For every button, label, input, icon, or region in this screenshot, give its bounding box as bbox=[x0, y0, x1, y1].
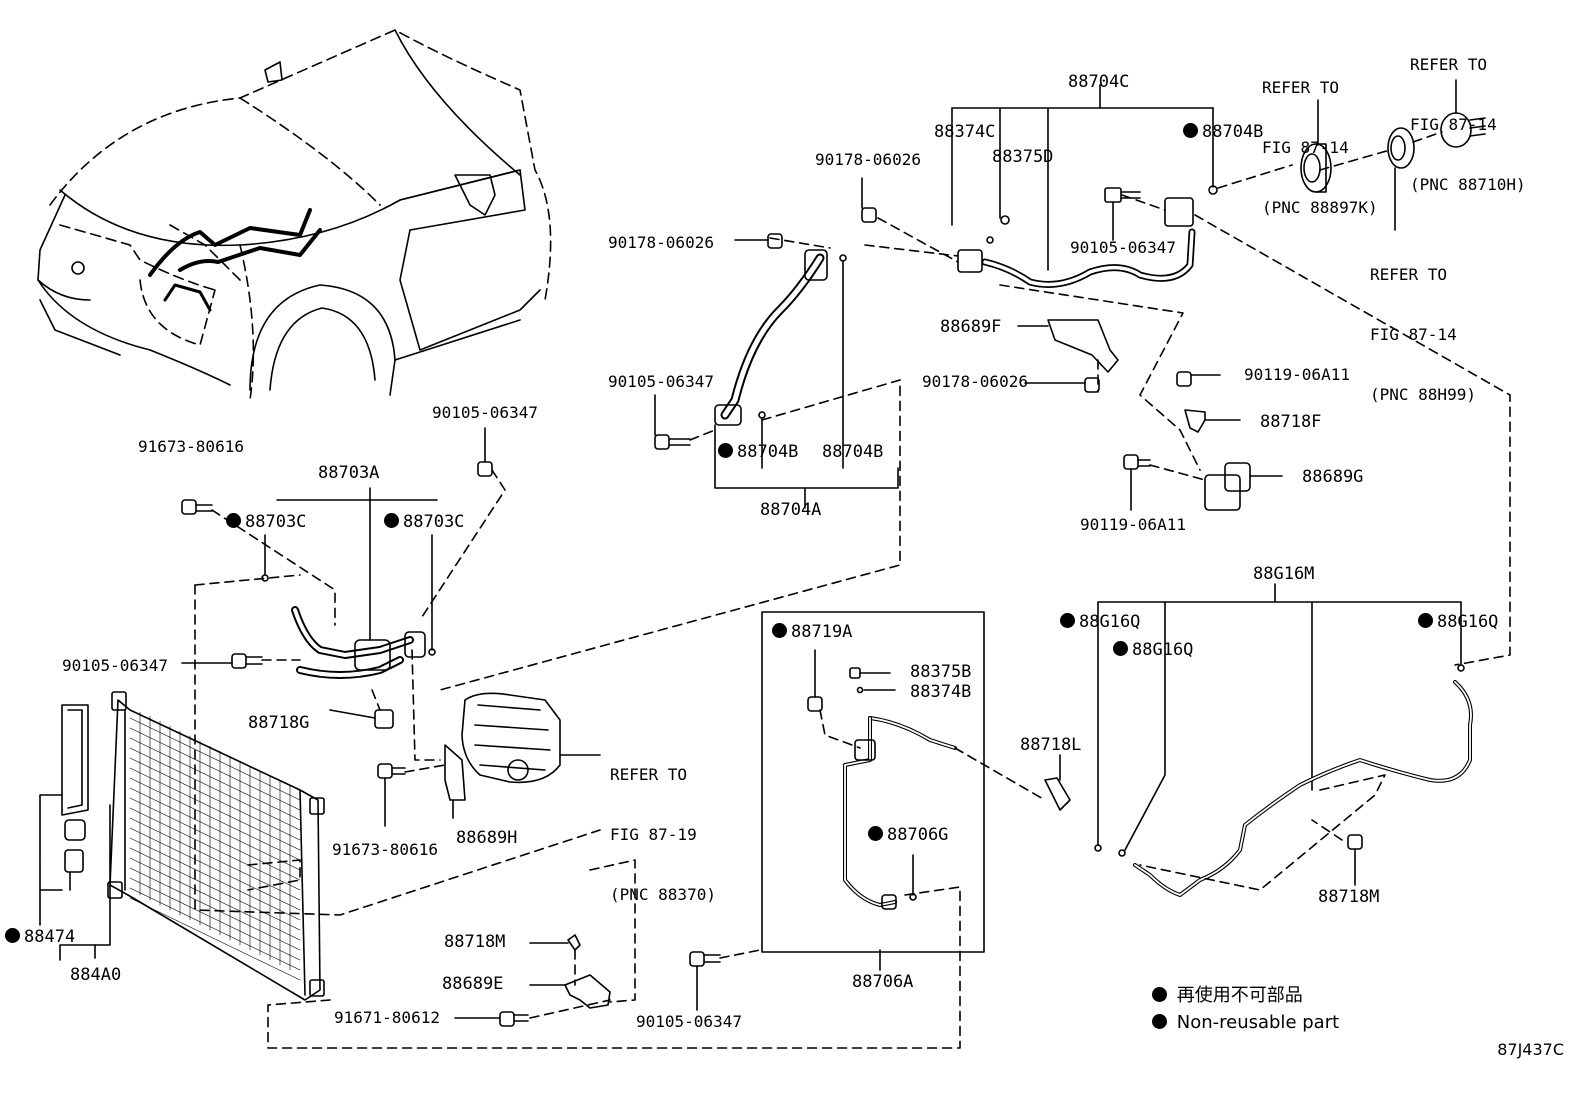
part-number: 88704B bbox=[1202, 122, 1264, 142]
legend-non-reusable-jp: 再使用不可部品 bbox=[1152, 985, 1303, 1007]
hose-88704c bbox=[864, 84, 1511, 666]
ref-line: FIG 87-14 bbox=[1370, 325, 1457, 344]
ref-line: FIG 87-14 bbox=[1262, 138, 1349, 157]
part-label[interactable]: 90105-06347 bbox=[62, 656, 168, 675]
part-label[interactable]: 88375B bbox=[910, 662, 972, 682]
reference-88897k: REFER TO FIG 87-14 (PNC 88897K) bbox=[1262, 38, 1378, 238]
ref-line: (PNC 88H99) bbox=[1370, 385, 1476, 404]
pipe-88g16m bbox=[1044, 583, 1473, 897]
part-label[interactable]: 88718M bbox=[444, 932, 506, 952]
part-label[interactable]: 88689F bbox=[940, 317, 1002, 337]
part-label[interactable]: 91671-80612 bbox=[334, 1008, 440, 1027]
non-reusable-dot bbox=[384, 513, 399, 528]
part-label[interactable]: 91673-80616 bbox=[138, 437, 244, 456]
part-label[interactable]: 90105-06347 bbox=[608, 372, 714, 391]
part-label[interactable]: 88704A bbox=[760, 500, 822, 520]
part-number: 88474 bbox=[24, 927, 76, 947]
part-label[interactable]: 88706G bbox=[868, 825, 948, 845]
part-number: 88G16Q bbox=[1079, 612, 1141, 632]
part-label[interactable]: 90105-06347 bbox=[432, 403, 538, 422]
part-label[interactable]: 88703C bbox=[384, 512, 464, 532]
part-number: 88G16Q bbox=[1437, 612, 1499, 632]
vehicle-outline bbox=[37, 29, 552, 401]
reference-88h99: REFER TO FIG 87-14 (PNC 88H99) bbox=[1370, 225, 1476, 425]
ref-line: (PNC 88370) bbox=[610, 885, 716, 904]
part-label[interactable]: 88374B bbox=[910, 682, 972, 702]
hose-88704a bbox=[439, 237, 901, 691]
legend-text-jp: 再使用不可部品 bbox=[1176, 985, 1303, 1006]
non-reusable-dot bbox=[1418, 613, 1433, 628]
non-reusable-dot bbox=[868, 826, 883, 841]
part-label[interactable]: 88718F bbox=[1260, 412, 1322, 432]
part-number: 88G16Q bbox=[1132, 640, 1194, 660]
ref-line: FIG 87-19 bbox=[610, 825, 697, 844]
part-label[interactable]: 90178-06026 bbox=[922, 372, 1028, 391]
part-label[interactable]: 90119-06A11 bbox=[1080, 515, 1186, 534]
part-label[interactable]: 88703C bbox=[226, 512, 306, 532]
part-number: 88719A bbox=[791, 622, 853, 642]
legend-non-reusable-en: Non-reusable part bbox=[1152, 1012, 1339, 1034]
part-label[interactable]: 90178-06026 bbox=[608, 233, 714, 252]
compressor bbox=[377, 692, 601, 827]
part-label[interactable]: 88704B bbox=[1183, 122, 1263, 142]
part-label[interactable]: 88G16Q bbox=[1113, 640, 1193, 660]
ref-line: REFER TO bbox=[610, 765, 688, 784]
part-label[interactable]: 88718L bbox=[1020, 735, 1082, 755]
part-label[interactable]: 88689G bbox=[1302, 467, 1364, 487]
non-reusable-dot bbox=[1113, 641, 1128, 656]
hose-88703a bbox=[181, 427, 601, 916]
part-label[interactable]: 88G16M bbox=[1253, 564, 1315, 584]
ref-line: REFER TO bbox=[1410, 55, 1488, 74]
ref-line: REFER TO bbox=[1370, 265, 1448, 284]
part-label[interactable]: 90119-06A11 bbox=[1244, 365, 1350, 384]
non-reusable-dot bbox=[226, 513, 241, 528]
brackets-bottom bbox=[454, 859, 761, 1027]
part-number: 88703C bbox=[245, 512, 307, 532]
figure-id: 87J437C bbox=[1497, 1040, 1564, 1059]
part-label[interactable]: 88689E bbox=[442, 974, 504, 994]
fasteners-top bbox=[734, 177, 1141, 393]
brackets-right bbox=[1123, 371, 1283, 511]
part-label[interactable]: 88703A bbox=[318, 463, 380, 483]
ref-line: (PNC 88710H) bbox=[1410, 175, 1526, 194]
reference-88370: REFER TO FIG 87-19 (PNC 88370) bbox=[610, 725, 716, 925]
part-label[interactable]: 88689H bbox=[456, 828, 518, 848]
ref-line: REFER TO bbox=[1262, 78, 1340, 97]
part-label[interactable]: 88719A bbox=[772, 622, 852, 642]
non-reusable-dot bbox=[5, 928, 20, 943]
part-label[interactable]: 884A0 bbox=[70, 965, 122, 985]
part-number: 88703C bbox=[403, 512, 465, 532]
non-reusable-dot bbox=[772, 623, 787, 638]
non-reusable-dot bbox=[718, 443, 733, 458]
part-label[interactable]: 88474 bbox=[5, 927, 75, 947]
part-label[interactable]: 88374C bbox=[934, 122, 996, 142]
non-reusable-dot bbox=[1060, 613, 1075, 628]
ref-line: (PNC 88897K) bbox=[1262, 198, 1378, 217]
legend-dot-icon bbox=[1152, 987, 1167, 1002]
part-label[interactable]: 88G16Q bbox=[1060, 612, 1140, 632]
part-number: 88704B bbox=[737, 442, 799, 462]
part-number: 88706G bbox=[887, 825, 949, 845]
part-label[interactable]: 88704B bbox=[718, 442, 798, 462]
condenser bbox=[39, 691, 325, 1001]
part-label[interactable]: 88718M bbox=[1318, 887, 1380, 907]
part-label[interactable]: 90105-06347 bbox=[1070, 238, 1176, 257]
part-label[interactable]: 88375D bbox=[992, 147, 1054, 167]
part-label[interactable]: 91673-80616 bbox=[332, 840, 438, 859]
part-label[interactable]: 88704C bbox=[1068, 72, 1130, 92]
part-label[interactable]: 90105-06347 bbox=[636, 1012, 742, 1031]
part-label[interactable]: 88G16Q bbox=[1418, 612, 1498, 632]
reference-88710h: REFER TO FIG 87-14 (PNC 88710H) bbox=[1410, 15, 1526, 215]
legend-text-en: Non-reusable part bbox=[1176, 1012, 1340, 1033]
part-label[interactable]: 88718G bbox=[248, 713, 310, 733]
part-label[interactable]: 88706A bbox=[852, 972, 914, 992]
ref-components-top-right bbox=[1300, 79, 1486, 231]
part-label[interactable]: 90178-06026 bbox=[815, 150, 921, 169]
legend-dot-icon bbox=[1152, 1014, 1167, 1029]
ref-line: FIG 87-14 bbox=[1410, 115, 1497, 134]
non-reusable-dot bbox=[1183, 123, 1198, 138]
pipe-88706a bbox=[267, 611, 1046, 1049]
part-label[interactable]: 88704B bbox=[822, 442, 884, 462]
